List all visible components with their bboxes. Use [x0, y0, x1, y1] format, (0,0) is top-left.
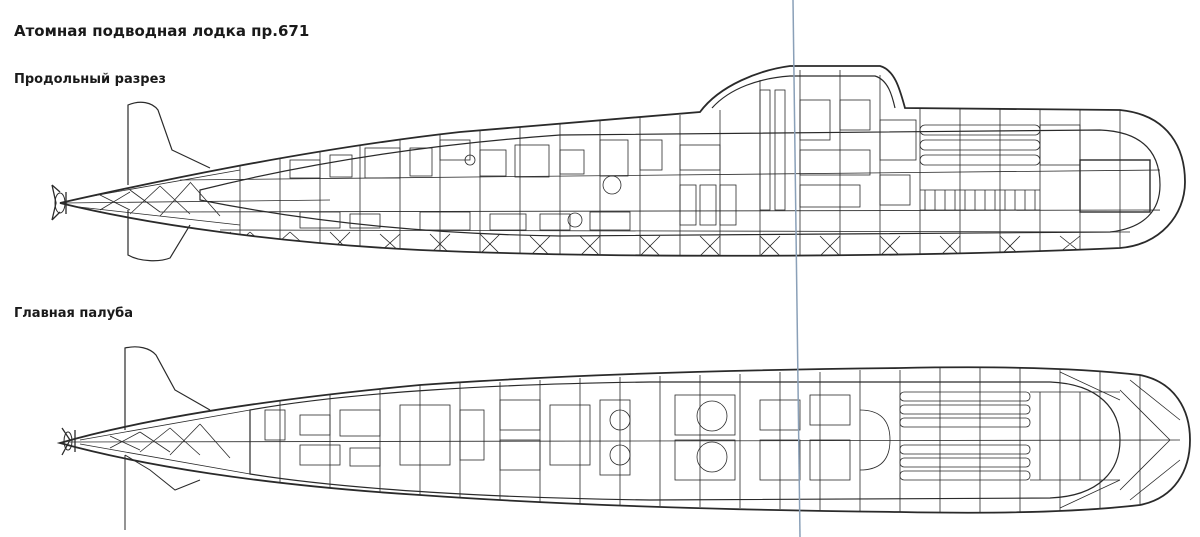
- deck-centerline: [69, 439, 1181, 443]
- deck-torpedo-tubes: [899, 391, 1120, 481]
- upper-stern-fin: [127, 101, 211, 185]
- propeller: [51, 184, 67, 221]
- propeller-shaft: [63, 199, 331, 204]
- deck-hull-outline: [56, 366, 1191, 514]
- hull-outline: [59, 65, 1186, 257]
- longitudinal-section-view: [51, 65, 1186, 262]
- deck-machinery: [264, 394, 891, 481]
- page-fold-line: [792, 0, 801, 537]
- drawing-title: Атомная подводная лодка пр.671: [14, 22, 310, 40]
- frame-lines: [239, 70, 1121, 255]
- sonar-compartment: [1079, 159, 1151, 213]
- lower-stabilizer: [124, 454, 201, 530]
- stern-bracing: [69, 169, 241, 226]
- longitudinal-section-label: Продольный разрез: [14, 72, 166, 87]
- torpedo-tubes: [919, 124, 1081, 211]
- lower-stern-fin: [127, 210, 191, 262]
- deck-bracing: [79, 371, 1181, 509]
- pressure-hull: [199, 129, 1161, 237]
- main-deck-label: Главная палуба: [14, 306, 134, 321]
- sail: [711, 75, 896, 109]
- keel-deck: [219, 229, 1131, 233]
- upper-stabilizer: [124, 346, 211, 430]
- machinery: [289, 89, 917, 231]
- upper-deck: [179, 169, 1161, 181]
- main-deck-view: [56, 346, 1191, 530]
